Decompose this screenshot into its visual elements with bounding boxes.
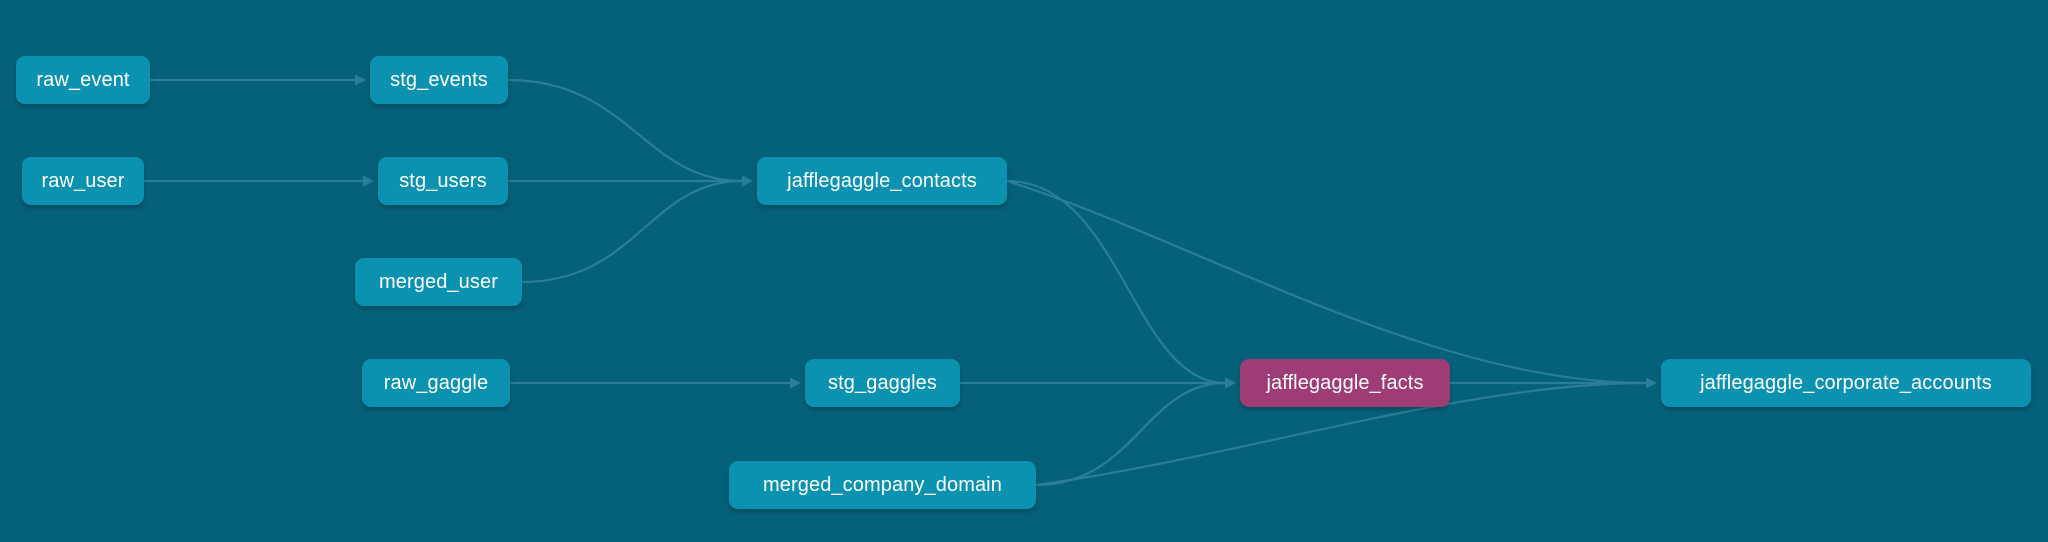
graph-node-stg_users[interactable]: stg_users bbox=[378, 157, 508, 205]
graph-node-label: stg_gaggles bbox=[828, 372, 937, 394]
graph-node-raw_event[interactable]: raw_event bbox=[16, 56, 150, 104]
graph-node-raw_gaggle[interactable]: raw_gaggle bbox=[362, 359, 510, 407]
graph-node-jafflegaggle_corporate_accounts[interactable]: jafflegaggle_corporate_accounts bbox=[1661, 359, 2031, 407]
graph-node-label: merged_user bbox=[379, 271, 498, 293]
graph-node-label: raw_event bbox=[36, 69, 130, 91]
graph-node-stg_events[interactable]: stg_events bbox=[370, 56, 508, 104]
graph-node-label: jafflegaggle_facts bbox=[1266, 372, 1424, 394]
graph-node-label: merged_company_domain bbox=[763, 474, 1002, 496]
graph-node-label: raw_user bbox=[41, 170, 125, 192]
graph-node-jafflegaggle_contacts[interactable]: jafflegaggle_contacts bbox=[757, 157, 1007, 205]
graph-node-label: jafflegaggle_contacts bbox=[787, 170, 977, 192]
graph-node-merged_user[interactable]: merged_user bbox=[355, 258, 522, 306]
graph-node-jafflegaggle_facts[interactable]: jafflegaggle_facts bbox=[1240, 359, 1450, 407]
graph-node-label: stg_users bbox=[399, 170, 487, 192]
graph-node-merged_company_domain[interactable]: merged_company_domain bbox=[729, 461, 1036, 509]
graph-node-label: jafflegaggle_corporate_accounts bbox=[1700, 372, 1992, 394]
graph-node-label: stg_events bbox=[390, 69, 488, 91]
graph-node-label: raw_gaggle bbox=[383, 372, 489, 394]
graph-node-stg_gaggles[interactable]: stg_gaggles bbox=[805, 359, 960, 407]
graph-node-raw_user[interactable]: raw_user bbox=[22, 157, 144, 205]
